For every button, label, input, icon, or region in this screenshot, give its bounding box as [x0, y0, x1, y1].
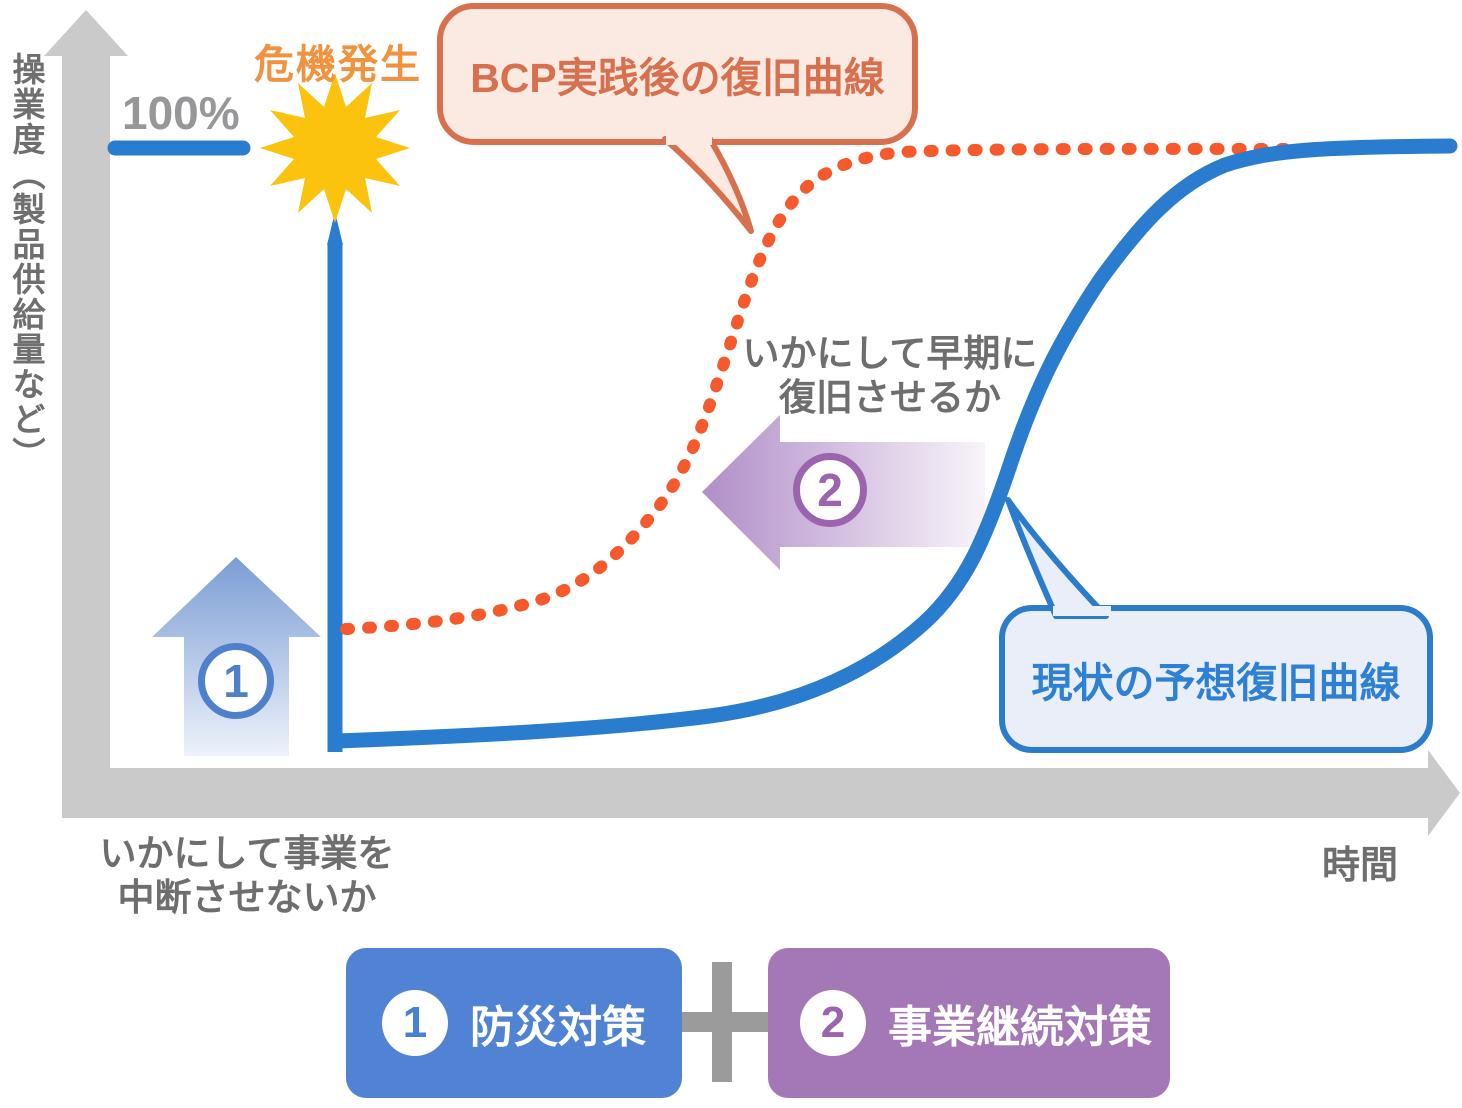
drop-line-tip: [327, 212, 343, 245]
bcp-bubble-seam: [666, 134, 712, 145]
plus-icon-vertical: [712, 962, 732, 1082]
current-bubble: [999, 605, 1433, 753]
bcp-recovery-curve: [340, 142, 1311, 635]
early-recovery-note-line2: 復旧させるか: [779, 376, 1001, 418]
x-axis-label: 時間: [1322, 845, 1399, 887]
step1-marker: 1: [198, 643, 274, 719]
capacity-100-label: 100%: [122, 87, 240, 139]
no-interruption-note-line1: いかにして事業を: [99, 833, 395, 874]
legend-measure2-label: 事業継続対策: [888, 1003, 1152, 1052]
y-axis-label: 操業度（製品供給量など）: [8, 52, 45, 472]
legend-measure1-label: 防災対策: [470, 1003, 646, 1052]
current-bubble-label: 現状の予想復旧曲線: [1031, 660, 1401, 706]
y-axis-bar: [62, 48, 110, 818]
legend-business-continuity: 2 事業継続対策: [768, 948, 1170, 1098]
no-interruption-note-line2: 中断させないか: [117, 876, 377, 918]
no-interruption-note: いかにして事業を 中断させないか: [57, 832, 437, 919]
x-axis-arrowhead-icon: [1428, 750, 1460, 836]
current-bubble-seam: [1053, 606, 1111, 616]
crisis-starburst-icon: [260, 73, 410, 223]
step2-marker: 2: [793, 453, 867, 527]
early-recovery-note-line1: いかにして早期に: [742, 333, 1038, 374]
y-axis-arrowhead-icon: [44, 10, 128, 56]
legend-disaster-prevention: 1 防災対策: [346, 948, 682, 1098]
x-axis-bar: [62, 768, 1428, 818]
legend-measure1-number: 1: [382, 990, 448, 1056]
bcp-bubble-tail: [662, 136, 754, 234]
early-recovery-note: いかにして早期に 復旧させるか: [700, 332, 1080, 419]
current-bubble-tail: [1005, 497, 1109, 619]
current-recovery-curve: [329, 138, 1458, 749]
crisis-label: 危機発生: [254, 43, 422, 87]
bcp-bubble-label: BCP実践後の復旧曲線: [470, 55, 885, 101]
legend-measure2-number: 2: [800, 990, 866, 1056]
